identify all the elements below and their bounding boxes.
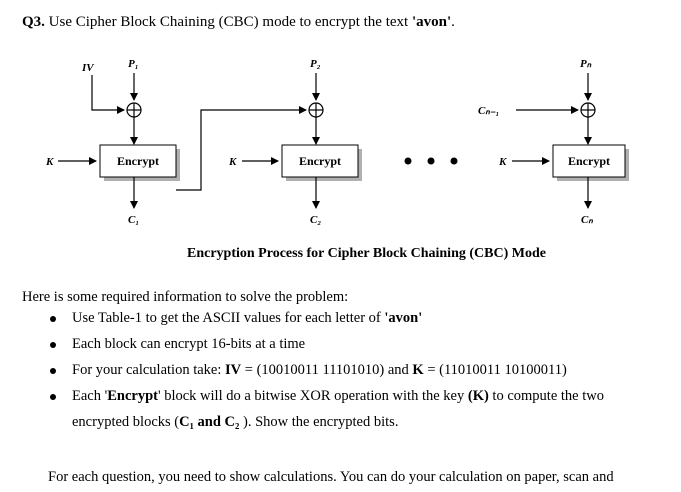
question-number: Q3. xyxy=(22,14,45,30)
c1-label: C₁ xyxy=(128,214,139,226)
c2-label: C₂ xyxy=(310,214,321,226)
encrypt-box-1 xyxy=(99,144,177,178)
question-title: Q3. Use Cipher Block Chaining (CBC) mode… xyxy=(22,14,455,31)
ellipsis xyxy=(404,157,458,165)
iv-arrow xyxy=(91,75,125,114)
encrypt-label-2: Encrypt xyxy=(299,154,341,168)
question-end: . xyxy=(451,14,455,30)
cn-label: Cₙ xyxy=(581,214,593,226)
bullet-icon xyxy=(50,394,56,400)
list-item: Each block can encrypt 16-bits at a time xyxy=(50,331,670,357)
bullet-icon xyxy=(50,342,56,348)
iv-label: IV xyxy=(81,62,95,74)
list-item: Use Table-1 to get the ASCII values for … xyxy=(50,305,670,331)
key-label-1: K xyxy=(45,156,54,168)
encrypt-label-1: Encrypt xyxy=(117,154,159,168)
footer-text: For each question, you need to show calc… xyxy=(48,469,614,485)
encrypt-box-n xyxy=(552,144,626,178)
question-quoted-text: 'avon' xyxy=(411,14,452,30)
cbc-diagram: IV P₁ P₂ Pₙ Encrypt K C₁ Encrypt K C₂ xyxy=(45,58,629,226)
encrypt-label-n: Encrypt xyxy=(568,154,610,168)
chain-arrow-1 xyxy=(176,106,307,191)
cn-minus-1-label: Cₙ₋₁ xyxy=(478,105,499,117)
list-item: Each 'Encrypt' block will do a bitwise X… xyxy=(50,383,670,435)
p2-label: P₂ xyxy=(310,58,321,70)
diagram-caption: Encryption Process for Cipher Block Chai… xyxy=(187,246,546,261)
bullet-icon xyxy=(50,368,56,374)
block-1: Encrypt K C₁ xyxy=(45,73,307,226)
list-item: For your calculation take: IV = (1001001… xyxy=(50,357,670,383)
key-label-n: K xyxy=(498,156,507,168)
question-text: Use Cipher Block Chaining (CBC) mode to … xyxy=(44,14,412,30)
bullet-icon xyxy=(50,316,56,322)
pn-label: Pₙ xyxy=(580,58,592,70)
block-2: Encrypt K C₂ xyxy=(228,73,362,226)
key-label-2: K xyxy=(228,156,237,168)
requirements-list: Use Table-1 to get the ASCII values for … xyxy=(50,305,670,435)
encrypt-box-2 xyxy=(281,144,359,178)
block-n: Cₙ₋₁ Encrypt K Cₙ xyxy=(478,73,629,226)
p1-label: P₁ xyxy=(128,58,139,70)
intro-text: Here is some required information to sol… xyxy=(22,289,349,305)
